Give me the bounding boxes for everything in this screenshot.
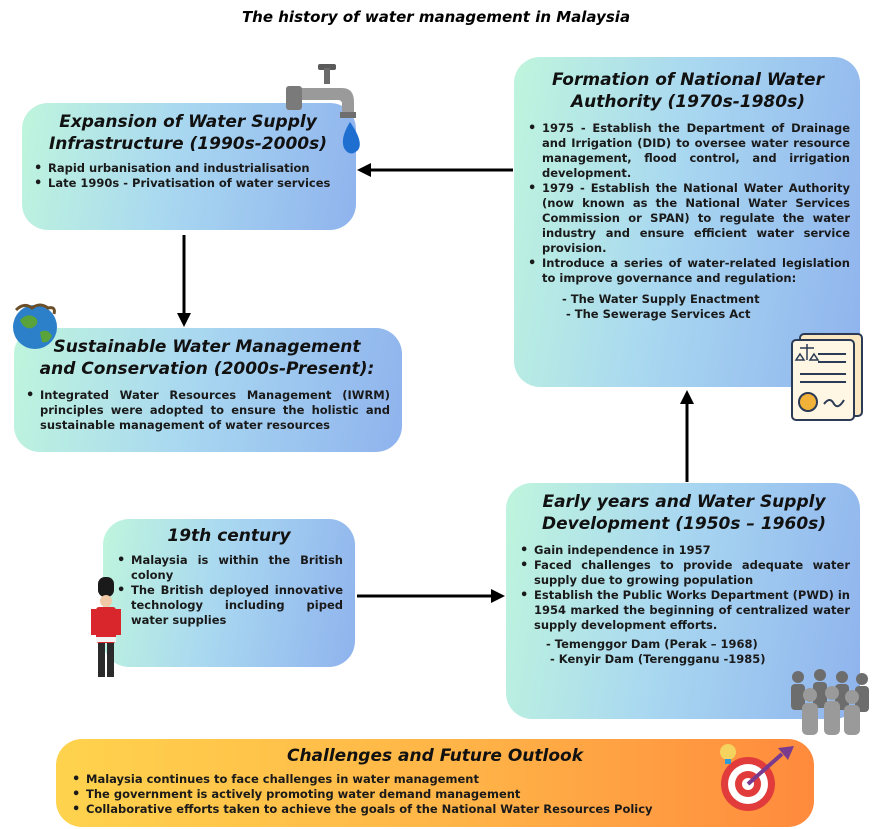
arrow-formation-to-expansion xyxy=(357,163,513,177)
card-19th-century-heading: 19th century xyxy=(167,526,291,546)
card-sustainable-heading: Sustainable Water Management and Conserv… xyxy=(24,336,390,380)
bullet-list: Malaysia continues to face challenges in… xyxy=(70,772,800,817)
crowd-icon xyxy=(791,669,869,735)
card-formation-heading: Formation of National Water Authority (1… xyxy=(526,69,850,113)
list-item: Collaborative efforts taken to achieve t… xyxy=(70,802,800,817)
arrow-expansion-to-sustainable xyxy=(177,235,191,327)
sub-item: - Kenyir Dam (Terengganu -1985) xyxy=(550,652,766,666)
sub-item: - The Water Supply Enactment xyxy=(562,292,760,306)
sub-item: - The Sewerage Services Act xyxy=(566,307,751,321)
arrow-19th-to-early xyxy=(357,589,505,603)
card-challenges-heading: Challenges and Future Outlook xyxy=(286,746,584,766)
card-19th-century: 19th century Malaysia is within the Brit… xyxy=(103,519,355,667)
card-formation: Formation of National Water Authority (1… xyxy=(514,57,860,387)
card-early-years-heading: Early years and Water Supply Development… xyxy=(518,491,850,535)
sub-item: - Temenggor Dam (Perak – 1968) xyxy=(546,637,758,651)
card-expansion-heading: Expansion of Water Supply Infrastructure… xyxy=(32,111,344,155)
heading-line: Infrastructure (1990s-2000s) xyxy=(48,134,327,154)
heading-line: Formation of National Water xyxy=(552,70,824,90)
bullet-list: Gain independence in 1957 Faced challeng… xyxy=(518,543,850,633)
globe-icon xyxy=(13,303,57,349)
bullet-list: 1975 - Establish the Department of Drain… xyxy=(526,121,850,286)
heading-line: and Conservation (2000s-Present): xyxy=(39,359,375,379)
list-item: Establish the Public Works Department (P… xyxy=(518,588,850,633)
arrow-early-to-formation xyxy=(680,390,694,482)
card-challenges: Challenges and Future Outlook Malaysia c… xyxy=(56,739,814,827)
list-item: 1975 - Establish the Department of Drain… xyxy=(526,121,850,181)
bullet-list: Malaysia is within the British colony Th… xyxy=(115,553,343,628)
list-item: The government is actively promoting wat… xyxy=(70,787,800,802)
list-item: Late 1990s - Privatisation of water serv… xyxy=(32,176,344,191)
heading-line: Early years and Water Supply xyxy=(542,492,826,512)
list-item: Malaysia continues to face challenges in… xyxy=(70,772,800,787)
card-expansion: Expansion of Water Supply Infrastructure… xyxy=(22,103,356,230)
heading-line: Expansion of Water Supply xyxy=(59,112,317,132)
list-item: 1979 - Establish the National Water Auth… xyxy=(526,181,850,256)
page-title: The history of water management in Malay… xyxy=(241,8,631,26)
legal-document-icon xyxy=(791,333,863,421)
heading-line: Development (1950s – 1960s) xyxy=(541,514,827,534)
bullet-list: Integrated Water Resources Management (I… xyxy=(24,388,390,433)
list-item: Integrated Water Resources Management (I… xyxy=(24,388,390,433)
heading-line: Sustainable Water Management xyxy=(53,337,361,357)
list-item: The British deployed innovative technolo… xyxy=(115,583,343,628)
target-icon xyxy=(720,744,794,811)
royal-guard-icon xyxy=(91,577,121,677)
list-item: Rapid urbanisation and industrialisation xyxy=(32,161,344,176)
list-item: Malaysia is within the British colony xyxy=(115,553,343,583)
list-item: Faced challenges to provide adequate wat… xyxy=(518,558,850,588)
list-item: Gain independence in 1957 xyxy=(518,543,850,558)
bullet-list: Rapid urbanisation and industrialisation… xyxy=(32,161,344,191)
water-tap-icon xyxy=(286,64,360,154)
list-item: Introduce a series of water-related legi… xyxy=(526,256,850,286)
heading-line: Authority (1970s-1980s) xyxy=(571,92,805,112)
card-sustainable: Sustainable Water Management and Conserv… xyxy=(14,328,402,452)
